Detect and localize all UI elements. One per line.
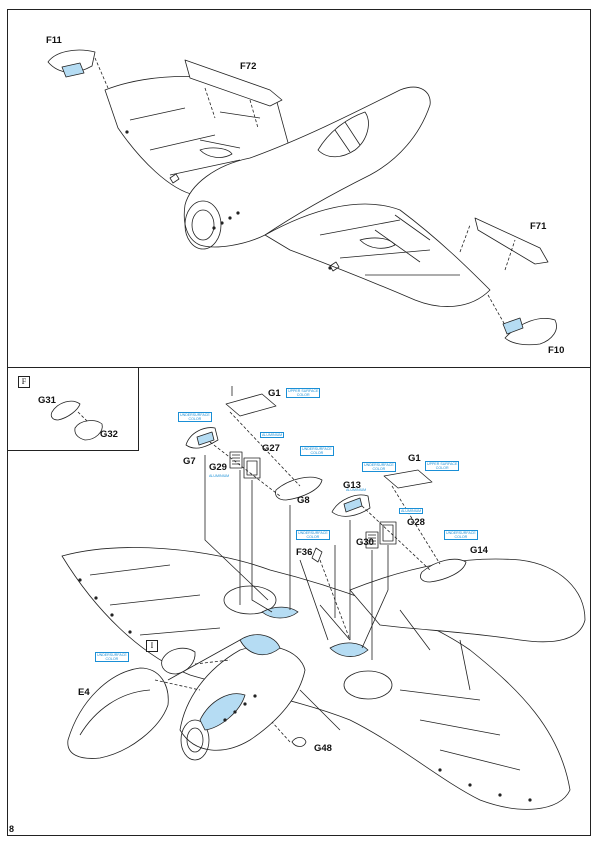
panel-g1-right (383, 469, 433, 489)
aileron-f71 (459, 217, 549, 271)
callout-text: COLOR (310, 451, 324, 455)
callout-text: COLOR (188, 417, 202, 421)
label-f71: F71 (530, 221, 547, 232)
label-g7: G7 (183, 456, 196, 467)
label-f72: F72 (240, 61, 257, 72)
callout-text: UNDERSURFACE (302, 447, 332, 451)
bottom-aircraft-outline (61, 547, 586, 810)
label-g31: G31 (38, 395, 56, 406)
inset-parts (50, 400, 103, 441)
wingtip-f10 (487, 294, 557, 346)
callout-text: UNDERSURFACE (364, 463, 394, 467)
door-g14 (420, 558, 467, 583)
wingtip-f11 (47, 49, 109, 89)
label-g27: G27 (262, 443, 280, 454)
label-g1-right: G1 (408, 453, 421, 464)
door-g7 (185, 427, 219, 449)
callout-text: UNDERSURFACE (446, 531, 476, 535)
callout-aluminium-3: ALUMINIUM (399, 508, 424, 514)
inset-marker-box: F (18, 376, 30, 388)
page-number: 8 (9, 824, 15, 834)
callout-text: COLOR (372, 467, 386, 471)
label-g8: G8 (297, 495, 310, 506)
callout-text: COLOR (306, 535, 320, 539)
label-f36: F36 (296, 547, 313, 558)
callout-text: UNDERSURFACE (97, 653, 127, 657)
callout-undersurface-scoop: UNDERSURFACE COLOR (95, 652, 129, 662)
callout-aluminium-2: ALUMINIUM (209, 474, 230, 478)
label-g32: G32 (100, 429, 118, 440)
callout-aluminium-1: ALUMINIUM (260, 432, 285, 438)
label-g14: G14 (470, 545, 488, 556)
door-g8 (275, 476, 323, 501)
callout-text: UPPER SURFACE (427, 462, 458, 466)
callout-undersurface-4: UNDERSURFACE COLOR (296, 530, 330, 540)
top-aircraft-outline (104, 75, 491, 307)
parts-g28-g30 (365, 521, 397, 549)
part-f36 (311, 547, 323, 563)
label-g29: G29 (209, 462, 227, 473)
scoop-part (161, 647, 231, 675)
label-g48: G48 (314, 743, 332, 754)
door-g13 (331, 494, 371, 517)
callout-text: COLOR (105, 657, 119, 661)
label-e4: E4 (78, 687, 90, 698)
label-f11: F11 (46, 35, 62, 46)
callout-undersurface-3: UNDERSURFACE COLOR (362, 462, 396, 472)
callout-undersurface-1: UNDERSURFACE COLOR (178, 412, 212, 422)
leader-lines (167, 455, 389, 681)
aileron-f72 (184, 59, 283, 129)
callout-text: COLOR (435, 466, 449, 470)
callout-undersurface-2: UNDERSURFACE COLOR (300, 446, 334, 456)
callout-text: UNDERSURFACE (298, 531, 328, 535)
callout-aluminium-4: ALUMINIUM (346, 488, 367, 492)
label-g13: G13 (343, 480, 361, 491)
part-g48 (271, 721, 307, 747)
callout-undersurface-5: UNDERSURFACE COLOR (444, 530, 478, 540)
callout-text: UNDERSURFACE (180, 413, 210, 417)
label-g30: G30 (356, 537, 374, 548)
parts-g29-g27 (229, 451, 261, 479)
label-f10: F10 (548, 345, 565, 356)
callout-upper-surface-1: UPPER SURFACE COLOR (286, 388, 321, 398)
callout-upper-surface-2: UPPER SURFACE COLOR (425, 461, 460, 471)
label-g1-left: G1 (268, 388, 281, 399)
callout-text: COLOR (454, 535, 468, 539)
label-g28: G28 (407, 517, 425, 528)
callout-text: UPPER SURFACE (288, 389, 319, 393)
cowling-part-e4 (67, 667, 201, 759)
panel-g1-left (225, 386, 277, 417)
scoop-marker-box: I (146, 640, 158, 652)
callout-text: COLOR (296, 393, 310, 397)
